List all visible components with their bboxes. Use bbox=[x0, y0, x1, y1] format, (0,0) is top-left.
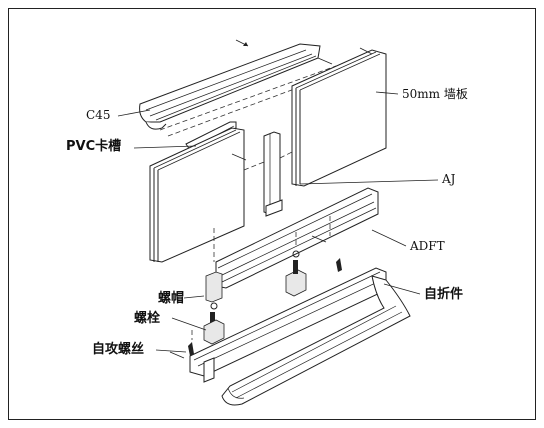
wall-panel-right bbox=[291, 49, 387, 187]
fasteners bbox=[188, 232, 342, 360]
leader-lines bbox=[117, 91, 439, 353]
label-cap-nut: 螺帽 bbox=[158, 291, 185, 306]
aj-joint bbox=[243, 131, 293, 217]
label-adft: ADFT bbox=[410, 239, 445, 253]
section-marks bbox=[169, 39, 373, 359]
label-bent-piece: 自折件 bbox=[424, 287, 464, 302]
cove-molding bbox=[221, 275, 411, 406]
label-c45: C45 bbox=[86, 108, 111, 122]
label-bolt: 螺栓 bbox=[134, 311, 161, 326]
adft-track bbox=[213, 187, 379, 289]
label-self-tapping-screw: 自攻螺丝 bbox=[92, 342, 145, 357]
wall-panel-left bbox=[149, 127, 245, 263]
label-wall-panel: 50mm 墙板 bbox=[402, 87, 468, 101]
label-aj: AJ bbox=[442, 172, 456, 186]
label-pvc-channel: PVC卡槽 bbox=[66, 139, 122, 154]
